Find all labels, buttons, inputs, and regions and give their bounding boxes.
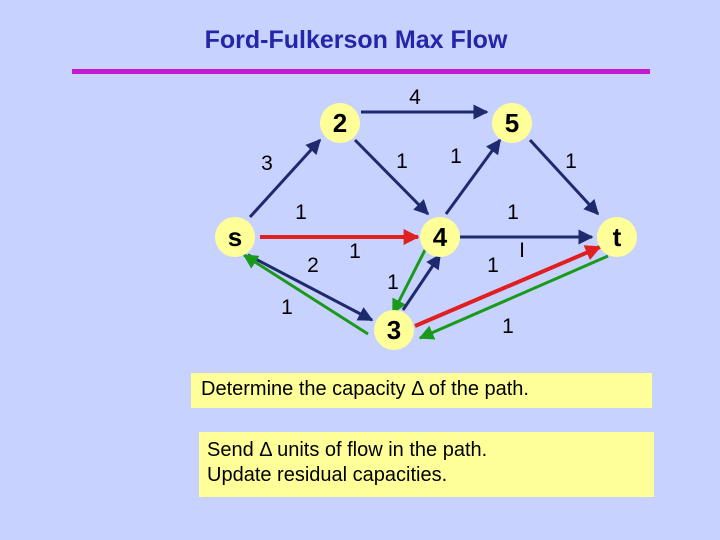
- edge-4-3-green: [391, 249, 427, 315]
- edge-4-5: [444, 138, 502, 215]
- edge-label-2-4: 1: [396, 150, 408, 173]
- edge-s-3: [247, 253, 374, 322]
- node-t-label: t: [613, 222, 622, 252]
- node-t: t: [597, 217, 637, 257]
- node-5-label: 5: [505, 108, 519, 138]
- node-5: 5: [492, 103, 532, 143]
- node-2-label: 2: [333, 108, 347, 138]
- node-3: 3: [374, 310, 414, 350]
- node-4-label: 4: [433, 222, 448, 252]
- edge-t-3-green: [418, 254, 609, 340]
- send-flow-textbox: Send Δ units of flow in the path. Update…: [199, 432, 654, 497]
- edge-label-5-t: 1: [565, 150, 577, 173]
- edge-label-4-3: 1: [349, 240, 361, 263]
- edge-2-4: [353, 138, 430, 216]
- slide-title: Ford-Fulkerson Max Flow: [204, 26, 508, 54]
- edge-label-4-t: 1: [507, 201, 519, 224]
- edge-label-s-3: 2: [307, 254, 319, 277]
- node-s-label: s: [228, 222, 242, 252]
- capacity-text: Determine the capacity Δ of the path.: [201, 378, 529, 400]
- edge-label-s-4: 1: [295, 201, 307, 224]
- edge-label-s-2: 3: [261, 152, 273, 175]
- edge-label-2-5: 4: [409, 86, 421, 109]
- capacity-textbox: Determine the capacity Δ of the path.: [191, 373, 652, 408]
- edge-5-t: [528, 138, 600, 216]
- edge-label-3-4-red: 1: [487, 254, 499, 277]
- node-s: s: [215, 217, 255, 257]
- node-4: 4: [420, 217, 460, 257]
- edge-3-s-green: [242, 253, 369, 336]
- edge-label-4-t-red: I: [519, 239, 525, 262]
- edge-label-4-5: 1: [450, 145, 462, 168]
- edge-label-3-s: 1: [281, 296, 293, 319]
- title-underline: [72, 69, 650, 74]
- node-3-label: 3: [387, 315, 401, 345]
- update-residual-line: Update residual capacities.: [207, 464, 448, 486]
- edge-s-2: [248, 138, 322, 219]
- send-flow-line: Send Δ units of flow in the path.: [207, 439, 488, 461]
- edge-label-t-3: 1: [502, 315, 514, 338]
- edge-3-4-red: [414, 245, 602, 328]
- node-2: 2: [320, 103, 360, 143]
- edge-label-3-4: 1: [387, 271, 399, 294]
- edge-3-4: [401, 253, 442, 311]
